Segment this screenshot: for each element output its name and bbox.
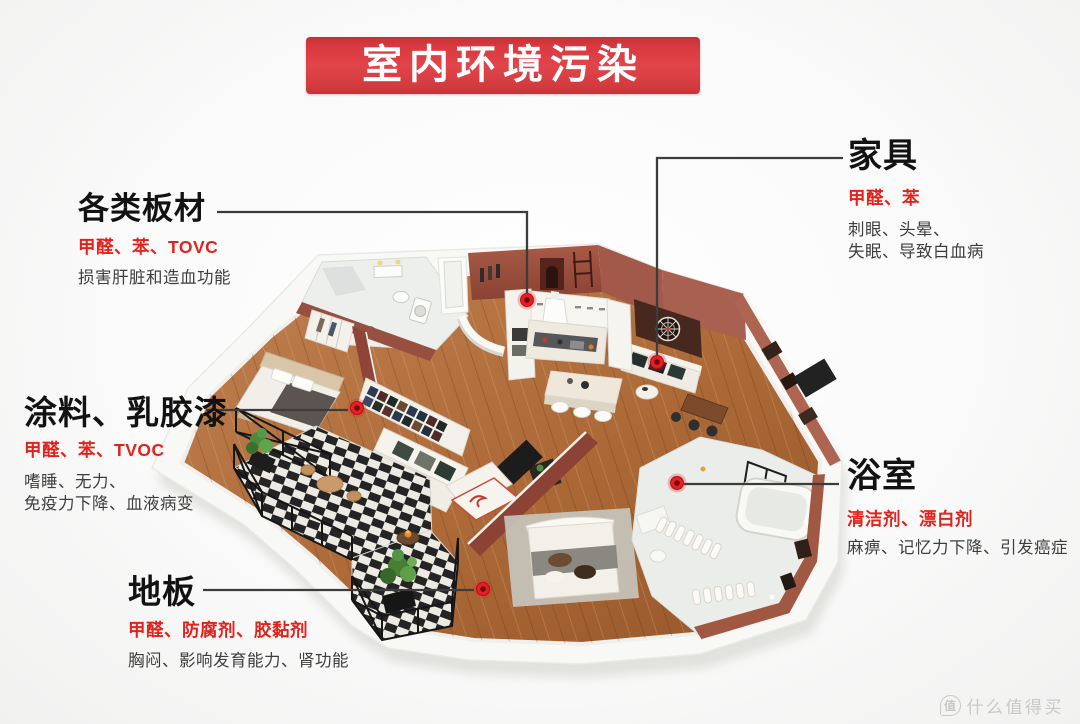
pollution-marker-paint bbox=[347, 398, 367, 418]
washing-machine bbox=[408, 297, 432, 325]
line-furniture bbox=[655, 156, 843, 355]
callout-bathroom-symptoms: 麻痹、记忆力下降、引发癌症 bbox=[847, 538, 1068, 557]
wall-tv bbox=[793, 358, 837, 398]
pollution-marker-boards bbox=[517, 290, 537, 310]
pollution-marker-bathroom bbox=[667, 473, 687, 493]
callout-bathroom-substances: 清洁剂、漂白剂 bbox=[847, 509, 973, 529]
living-room bbox=[357, 377, 562, 521]
callout-furniture-symptoms-line2: 失眠、导致白血病 bbox=[848, 242, 984, 261]
pollution-marker-furniture bbox=[647, 352, 667, 372]
callout-paint-symptoms-line1: 嗜睡、无力、 bbox=[24, 472, 126, 491]
callout-furniture-heading: 家具 bbox=[848, 137, 918, 175]
callout-paint-heading: 涂料、乳胶漆 bbox=[24, 394, 228, 431]
callout-boards-heading: 各类板材 bbox=[78, 191, 206, 226]
callout-boards-substances: 甲醛、苯、TOVC bbox=[78, 237, 219, 257]
callout-bathroom-heading: 浴室 bbox=[847, 457, 917, 495]
watermark-logo-icon: 值 bbox=[939, 695, 961, 716]
dartboard bbox=[655, 316, 681, 342]
entry-wall bbox=[437, 245, 602, 315]
callout-boards: 各类板材 甲醛、苯、TOVC 损害肝脏和造血功能 bbox=[78, 193, 231, 289]
towel-rack bbox=[655, 516, 722, 560]
towel-rack-2 bbox=[691, 581, 756, 605]
callout-paint-substances: 甲醛、苯、TVOC bbox=[24, 440, 165, 460]
plant-small bbox=[246, 428, 276, 474]
bed-bottom bbox=[525, 516, 620, 600]
callout-boards-symptoms: 损害肝脏和造血功能 bbox=[78, 268, 231, 287]
desk bbox=[671, 393, 729, 437]
pollution-markers bbox=[347, 290, 687, 599]
callout-lines bbox=[203, 156, 843, 592]
line-boards bbox=[217, 210, 529, 293]
bedroom-bottom bbox=[467, 431, 639, 607]
kitchen bbox=[457, 288, 633, 422]
callout-furniture-symptoms-line1: 刺眼、头晕、 bbox=[848, 220, 950, 239]
callout-floor: 地板 甲醛、防腐剂、胶黏剂 胸闷、影响发育能力、肾功能 bbox=[128, 575, 349, 672]
callout-bathroom: 浴室 清洁剂、漂白剂 麻痹、记忆力下降、引发癌症 bbox=[847, 459, 1068, 559]
callout-furniture-substances: 甲醛、苯 bbox=[848, 188, 920, 208]
callout-floor-substances: 甲醛、防腐剂、胶黏剂 bbox=[128, 620, 308, 640]
bathtub bbox=[735, 477, 817, 541]
title-banner: 室内环境污染 bbox=[306, 37, 700, 94]
callout-paint-symptoms-line2: 免疫力下降、血液病变 bbox=[24, 494, 194, 513]
watermark: 值 什么值得买 bbox=[939, 693, 1065, 718]
callout-floor-symptoms: 胸闷、影响发育能力、肾功能 bbox=[128, 651, 349, 670]
page-title: 室内环境污染 bbox=[362, 42, 644, 87]
balconies bbox=[233, 407, 459, 642]
callout-floor-heading: 地板 bbox=[128, 573, 196, 610]
watermark-text: 什么值得买 bbox=[966, 698, 1064, 717]
callout-furniture: 家具 甲醛、苯 刺眼、头晕、 失眠、导致白血病 bbox=[848, 139, 984, 263]
tv bbox=[497, 439, 543, 485]
lounge-room bbox=[598, 245, 844, 466]
callout-paint: 涂料、乳胶漆 甲醛、苯、TVOC 嗜睡、无力、 免疫力下降、血液病变 bbox=[24, 396, 228, 515]
balcony-table bbox=[316, 475, 344, 493]
plant-large bbox=[380, 549, 417, 614]
pollution-marker-floor bbox=[473, 579, 493, 599]
fire-bowl bbox=[396, 530, 420, 545]
kitchen-island bbox=[544, 370, 623, 422]
